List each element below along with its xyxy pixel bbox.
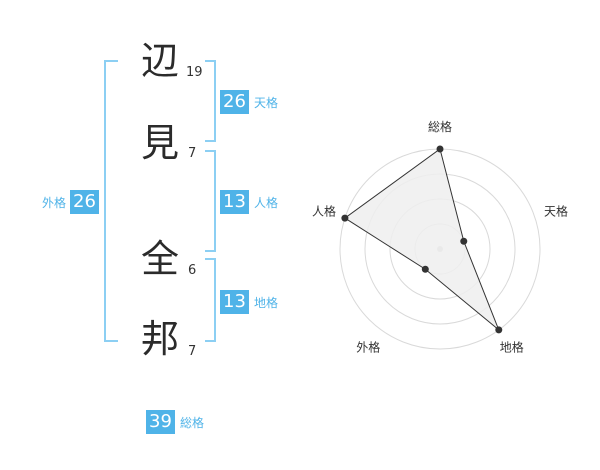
radar-point-5 (341, 214, 349, 222)
soukaku-value-badge: 39 (146, 410, 175, 434)
radar-point-4 (421, 265, 429, 273)
radar-axis-label-1: 総格 (428, 119, 452, 134)
jinkaku-bracket (205, 150, 216, 252)
soukaku-label: 総格 (180, 416, 205, 430)
stroke-count-4: 7 (188, 344, 197, 359)
tenkaku-bracket (205, 60, 216, 142)
tenkaku-label: 天格 (254, 96, 279, 110)
jinkaku-value-badge: 13 (220, 190, 249, 214)
radar-point-2 (460, 237, 468, 245)
radar-axis-label-5: 人格 (312, 203, 336, 218)
chikaku-label: 地格 (254, 296, 279, 310)
name-char-1: 辺 (140, 39, 179, 83)
radar-point-1 (436, 145, 444, 153)
stroke-count-3: 6 (188, 263, 197, 278)
gaikaku-value-badge: 26 (70, 190, 99, 214)
stroke-count-1: 19 (186, 65, 203, 80)
radar-axis-label-2: 天格 (544, 203, 568, 218)
radar-polygon (344, 148, 500, 331)
jinkaku-label: 人格 (254, 196, 279, 210)
radar-axis-label-3: 地格 (500, 340, 524, 355)
chikaku-value-badge: 13 (220, 290, 249, 314)
stroke-count-2: 7 (188, 146, 197, 161)
radar-point-3 (495, 326, 503, 334)
name-char-4: 邦 (140, 317, 179, 361)
gaikaku-bracket (104, 60, 118, 342)
tenkaku-value-badge: 26 (220, 90, 249, 114)
radar-axis-label-4: 外格 (356, 340, 380, 355)
name-char-2: 見 (140, 121, 179, 165)
chikaku-bracket (205, 258, 216, 342)
gaikaku-label: 外格 (42, 196, 67, 210)
name-char-3: 全 (140, 237, 179, 281)
